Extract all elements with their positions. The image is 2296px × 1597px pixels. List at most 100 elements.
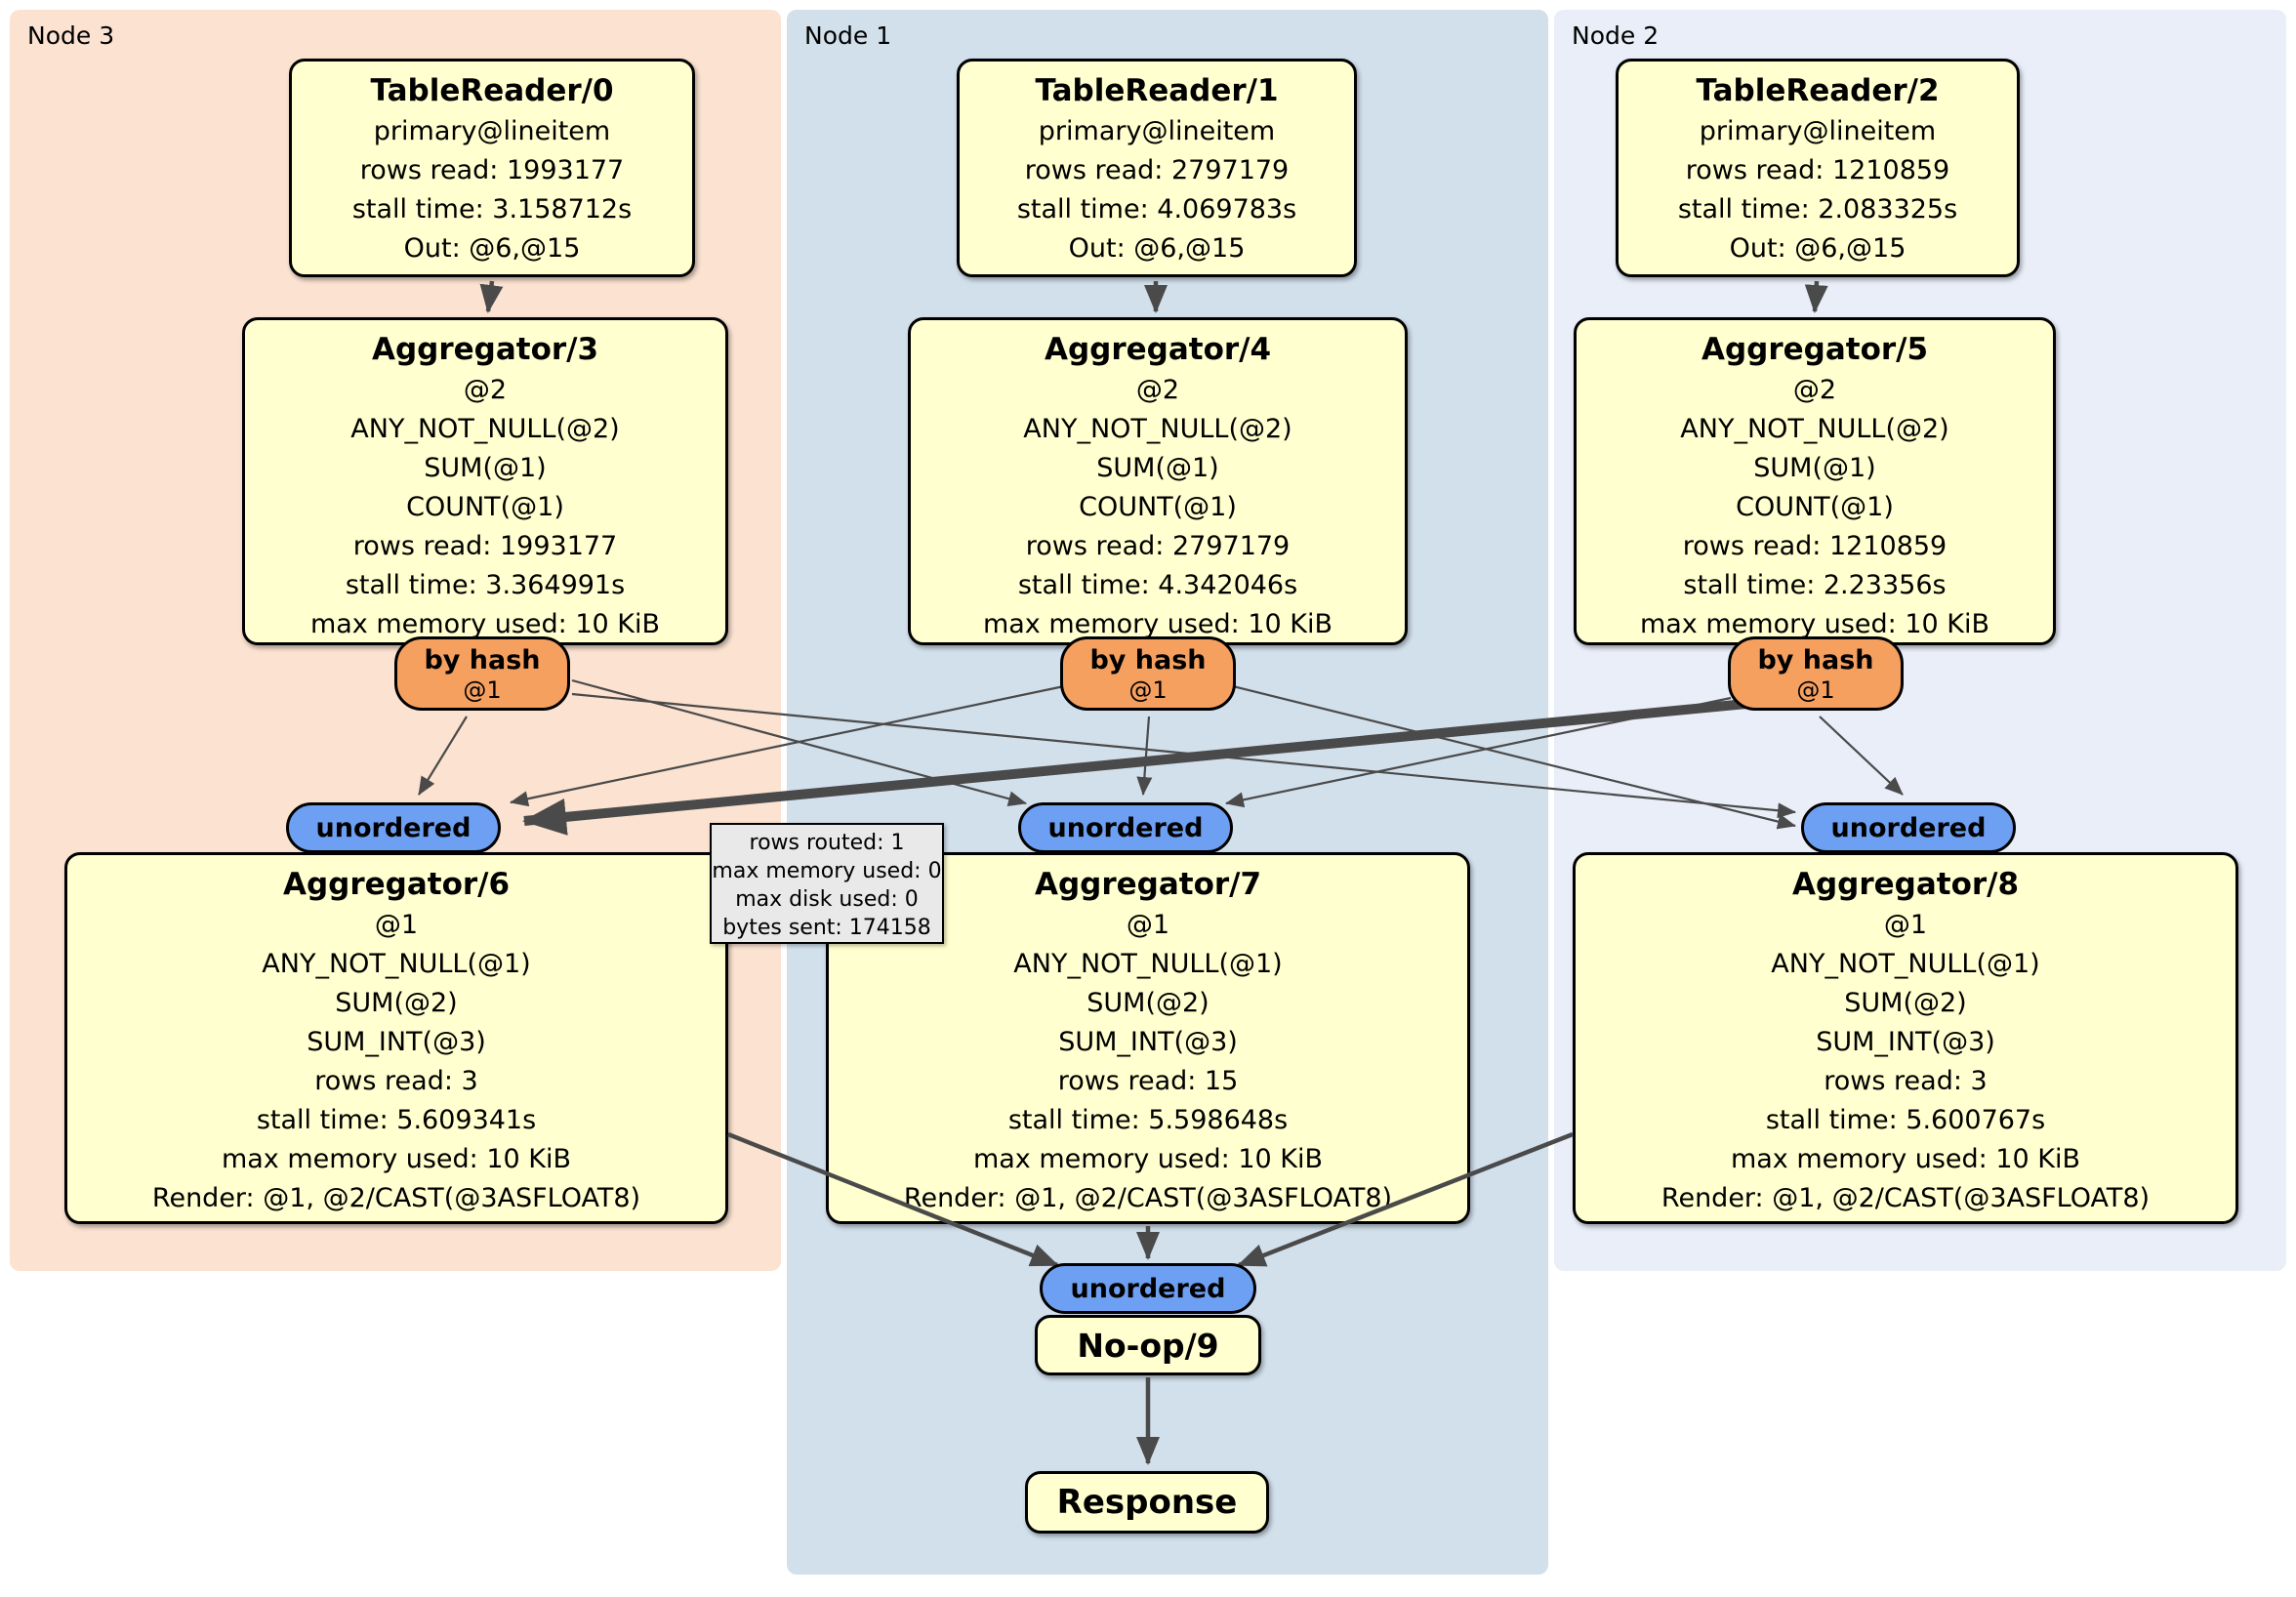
processor-detail: SUM(@2)	[1086, 988, 1210, 1018]
processor-detail: ANY_NOT_NULL(@1)	[1771, 949, 2040, 979]
processor-detail: @1	[1883, 910, 1928, 940]
router-label: by hash	[424, 645, 541, 676]
processor-tablereader-1[interactable]: TableReader/1 primary@lineitem rows read…	[957, 59, 1357, 277]
processor-detail: rows read: 1210859	[1685, 155, 1950, 185]
processor-detail: SUM(@1)	[1753, 453, 1876, 483]
processor-detail: max memory used: 10 KiB	[309, 609, 661, 639]
router-label: unordered	[1830, 813, 1987, 843]
processor-detail: max memory used: 10 KiB	[221, 1144, 572, 1174]
processor-tablereader-0[interactable]: TableReader/0 primary@lineitem rows read…	[289, 59, 695, 277]
edge-agg8-unorderedB[interactable]	[1237, 1131, 1574, 1268]
region-node1-label: Node 1	[804, 21, 892, 50]
processor-title: TableReader/2	[1696, 73, 1940, 108]
processor-title: Aggregator/3	[371, 332, 599, 367]
edge-hashM-unorderedM[interactable]	[1136, 716, 1153, 796]
router-byhash-right[interactable]: by hash @1	[1728, 636, 1904, 711]
sync-unordered-right[interactable]: unordered	[1801, 802, 2016, 853]
processor-detail: @1	[374, 910, 419, 940]
processor-tablereader-2[interactable]: TableReader/2 primary@lineitem rows read…	[1616, 59, 2020, 277]
tooltip-line: max memory used: 0	[712, 859, 942, 883]
processor-noop-9[interactable]: No-op/9	[1035, 1315, 1261, 1375]
edge-hashR-unorderedL-highlighted[interactable]	[522, 699, 1747, 836]
edge-hashR-unorderedR[interactable]	[1819, 716, 1904, 796]
processor-detail: max memory used: 10 KiB	[972, 1144, 1324, 1174]
processor-detail: stall time: 3.364991s	[345, 570, 626, 600]
processor-detail: SUM_INT(@3)	[1058, 1027, 1238, 1057]
processor-detail: stall time: 5.600767s	[1765, 1105, 2046, 1135]
processor-title: Aggregator/6	[282, 867, 511, 902]
tooltip-line: rows routed: 1	[749, 831, 905, 855]
edge-hashL-unorderedL[interactable]	[418, 716, 468, 796]
processor-detail: ANY_NOT_NULL(@2)	[1680, 414, 1949, 444]
processor-detail: Render: @1, @2/CAST(@3ASFLOAT8)	[1660, 1183, 2151, 1213]
processor-detail: stall time: 5.609341s	[256, 1105, 537, 1135]
processor-detail: max memory used: 10 KiB	[1639, 609, 1990, 639]
edge-agg6-unorderedB[interactable]	[727, 1131, 1059, 1268]
processor-detail: SUM(@2)	[335, 988, 458, 1018]
processor-detail: primary@lineitem	[1038, 116, 1276, 146]
processor-aggregator-4[interactable]: Aggregator/4 @2 ANY_NOT_NULL(@2) SUM(@1)…	[908, 317, 1408, 645]
processor-detail: ANY_NOT_NULL(@2)	[350, 414, 620, 444]
processor-title: TableReader/0	[370, 73, 614, 108]
sync-unordered-mid[interactable]: unordered	[1018, 802, 1233, 853]
processor-detail: @2	[463, 375, 508, 405]
processor-title: No-op/9	[1077, 1326, 1219, 1365]
edge-tr0-agg3[interactable]	[479, 280, 504, 313]
processor-detail: ANY_NOT_NULL(@1)	[262, 949, 531, 979]
processor-response[interactable]: Response	[1025, 1471, 1269, 1534]
stream-tooltip: rows routed: 1 max memory used: 0 max di…	[710, 823, 944, 944]
router-tag: @1	[1796, 676, 1835, 704]
processor-detail: stall time: 3.158712s	[351, 194, 633, 225]
processor-detail: COUNT(@1)	[406, 492, 564, 522]
router-label: by hash	[1089, 645, 1207, 676]
processor-detail: SUM(@1)	[1096, 453, 1219, 483]
processor-detail: stall time: 4.342046s	[1017, 570, 1298, 600]
processor-aggregator-8[interactable]: Aggregator/8 @1 ANY_NOT_NULL(@1) SUM(@2)…	[1573, 852, 2238, 1224]
processor-detail: @2	[1792, 375, 1837, 405]
sync-unordered-bottom[interactable]: unordered	[1040, 1263, 1256, 1314]
router-label: by hash	[1757, 645, 1874, 676]
processor-detail: @1	[1126, 910, 1170, 940]
processor-detail: rows read: 2797179	[1025, 531, 1291, 561]
processor-detail: Render: @1, @2/CAST(@3ASFLOAT8)	[903, 1183, 1393, 1213]
processor-detail: rows read: 1210859	[1682, 531, 1948, 561]
processor-detail: rows read: 1993177	[352, 531, 618, 561]
router-tag: @1	[1128, 676, 1168, 704]
router-label: unordered	[315, 813, 472, 843]
processor-detail: rows read: 3	[314, 1066, 478, 1096]
processor-aggregator-5[interactable]: Aggregator/5 @2 ANY_NOT_NULL(@2) SUM(@1)…	[1574, 317, 2056, 645]
edge-tr2-agg5[interactable]	[1804, 280, 1828, 313]
processor-detail: ANY_NOT_NULL(@1)	[1013, 949, 1283, 979]
tooltip-line: max disk used: 0	[735, 887, 919, 912]
processor-detail: rows read: 3	[1824, 1066, 1988, 1096]
processor-detail: primary@lineitem	[1699, 116, 1937, 146]
processor-detail: COUNT(@1)	[1736, 492, 1894, 522]
processor-detail: rows read: 15	[1057, 1066, 1239, 1096]
processor-detail: stall time: 2.23356s	[1683, 570, 1947, 600]
router-byhash-left[interactable]: by hash @1	[394, 636, 570, 711]
router-label: unordered	[1047, 813, 1204, 843]
edge-hashM-unorderedL[interactable]	[510, 684, 1065, 807]
processor-detail: rows read: 2797179	[1024, 155, 1290, 185]
edge-hashM-unorderedR[interactable]	[1232, 684, 1796, 830]
processor-aggregator-6[interactable]: Aggregator/6 @1 ANY_NOT_NULL(@1) SUM(@2)…	[64, 852, 728, 1224]
processor-title: TableReader/1	[1035, 73, 1279, 108]
processor-detail: SUM_INT(@3)	[307, 1027, 486, 1057]
router-byhash-mid[interactable]: by hash @1	[1060, 636, 1236, 711]
processor-detail: @2	[1135, 375, 1180, 405]
processor-detail: ANY_NOT_NULL(@2)	[1023, 414, 1292, 444]
processor-title: Aggregator/5	[1701, 332, 1929, 367]
processor-aggregator-3[interactable]: Aggregator/3 @2 ANY_NOT_NULL(@2) SUM(@1)…	[242, 317, 728, 645]
processor-detail: SUM(@2)	[1844, 988, 1967, 1018]
processor-detail: Out: @6,@15	[403, 233, 581, 264]
tooltip-line: bytes sent: 174158	[722, 916, 931, 940]
processor-detail: Render: @1, @2/CAST(@3ASFLOAT8)	[151, 1183, 641, 1213]
processor-detail: stall time: 2.083325s	[1677, 194, 1958, 225]
processor-detail: max memory used: 10 KiB	[1730, 1144, 2081, 1174]
processor-detail: SUM_INT(@3)	[1816, 1027, 1995, 1057]
sync-unordered-left[interactable]: unordered	[286, 802, 501, 853]
processor-detail: SUM(@1)	[424, 453, 547, 483]
region-node2-label: Node 2	[1572, 21, 1660, 50]
